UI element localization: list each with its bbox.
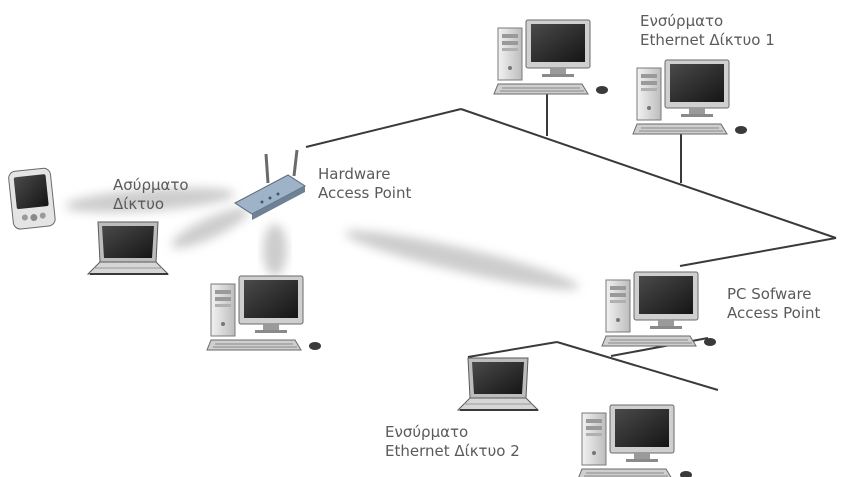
label-wireless-network: Ασύρματο Δίκτυο: [113, 176, 189, 214]
label-ethernet1-line1: Ενσύρματο: [640, 12, 724, 30]
label-hardware-access-point: Hardware Access Point: [318, 165, 411, 203]
label-pc-software-access-point: PC Sofware Access Point: [727, 285, 820, 323]
label-pc-sw-ap-line1: PC Sofware: [727, 285, 812, 303]
desktop-top-center: [493, 19, 609, 95]
label-ethernet2-line1: Ενσύρματο: [385, 423, 469, 441]
desktop-software-ap: [601, 271, 717, 347]
label-ethernet-network-2: Ενσύρματο Ethernet Δίκτυο 2: [385, 423, 520, 461]
label-wireless-line1: Ασύρματο: [113, 176, 189, 194]
desktop-wireless: [206, 275, 322, 351]
label-ethernet-network-1: Ενσύρματο Ethernet Δίκτυο 1: [640, 12, 775, 50]
hardware-access-point: [234, 149, 306, 220]
label-hw-ap-line2: Access Point: [318, 184, 412, 202]
label-hw-ap-line1: Hardware: [318, 165, 391, 183]
label-wireless-line2: Δίκτυο: [113, 195, 165, 213]
laptop-ethernet2: [457, 357, 539, 411]
desktop-top-right: [632, 59, 748, 135]
laptop-wireless: [87, 221, 169, 275]
label-pc-sw-ap-line2: Access Point: [727, 304, 821, 322]
wireless-signals: [65, 187, 579, 290]
label-ethernet2-line2: Ethernet Δίκτυο 2: [385, 442, 520, 460]
cable-lines: [305, 89, 837, 391]
label-ethernet1-line2: Ethernet Δίκτυο 1: [640, 31, 775, 49]
pda: [8, 167, 56, 230]
desktop-ethernet2: [577, 404, 693, 477]
